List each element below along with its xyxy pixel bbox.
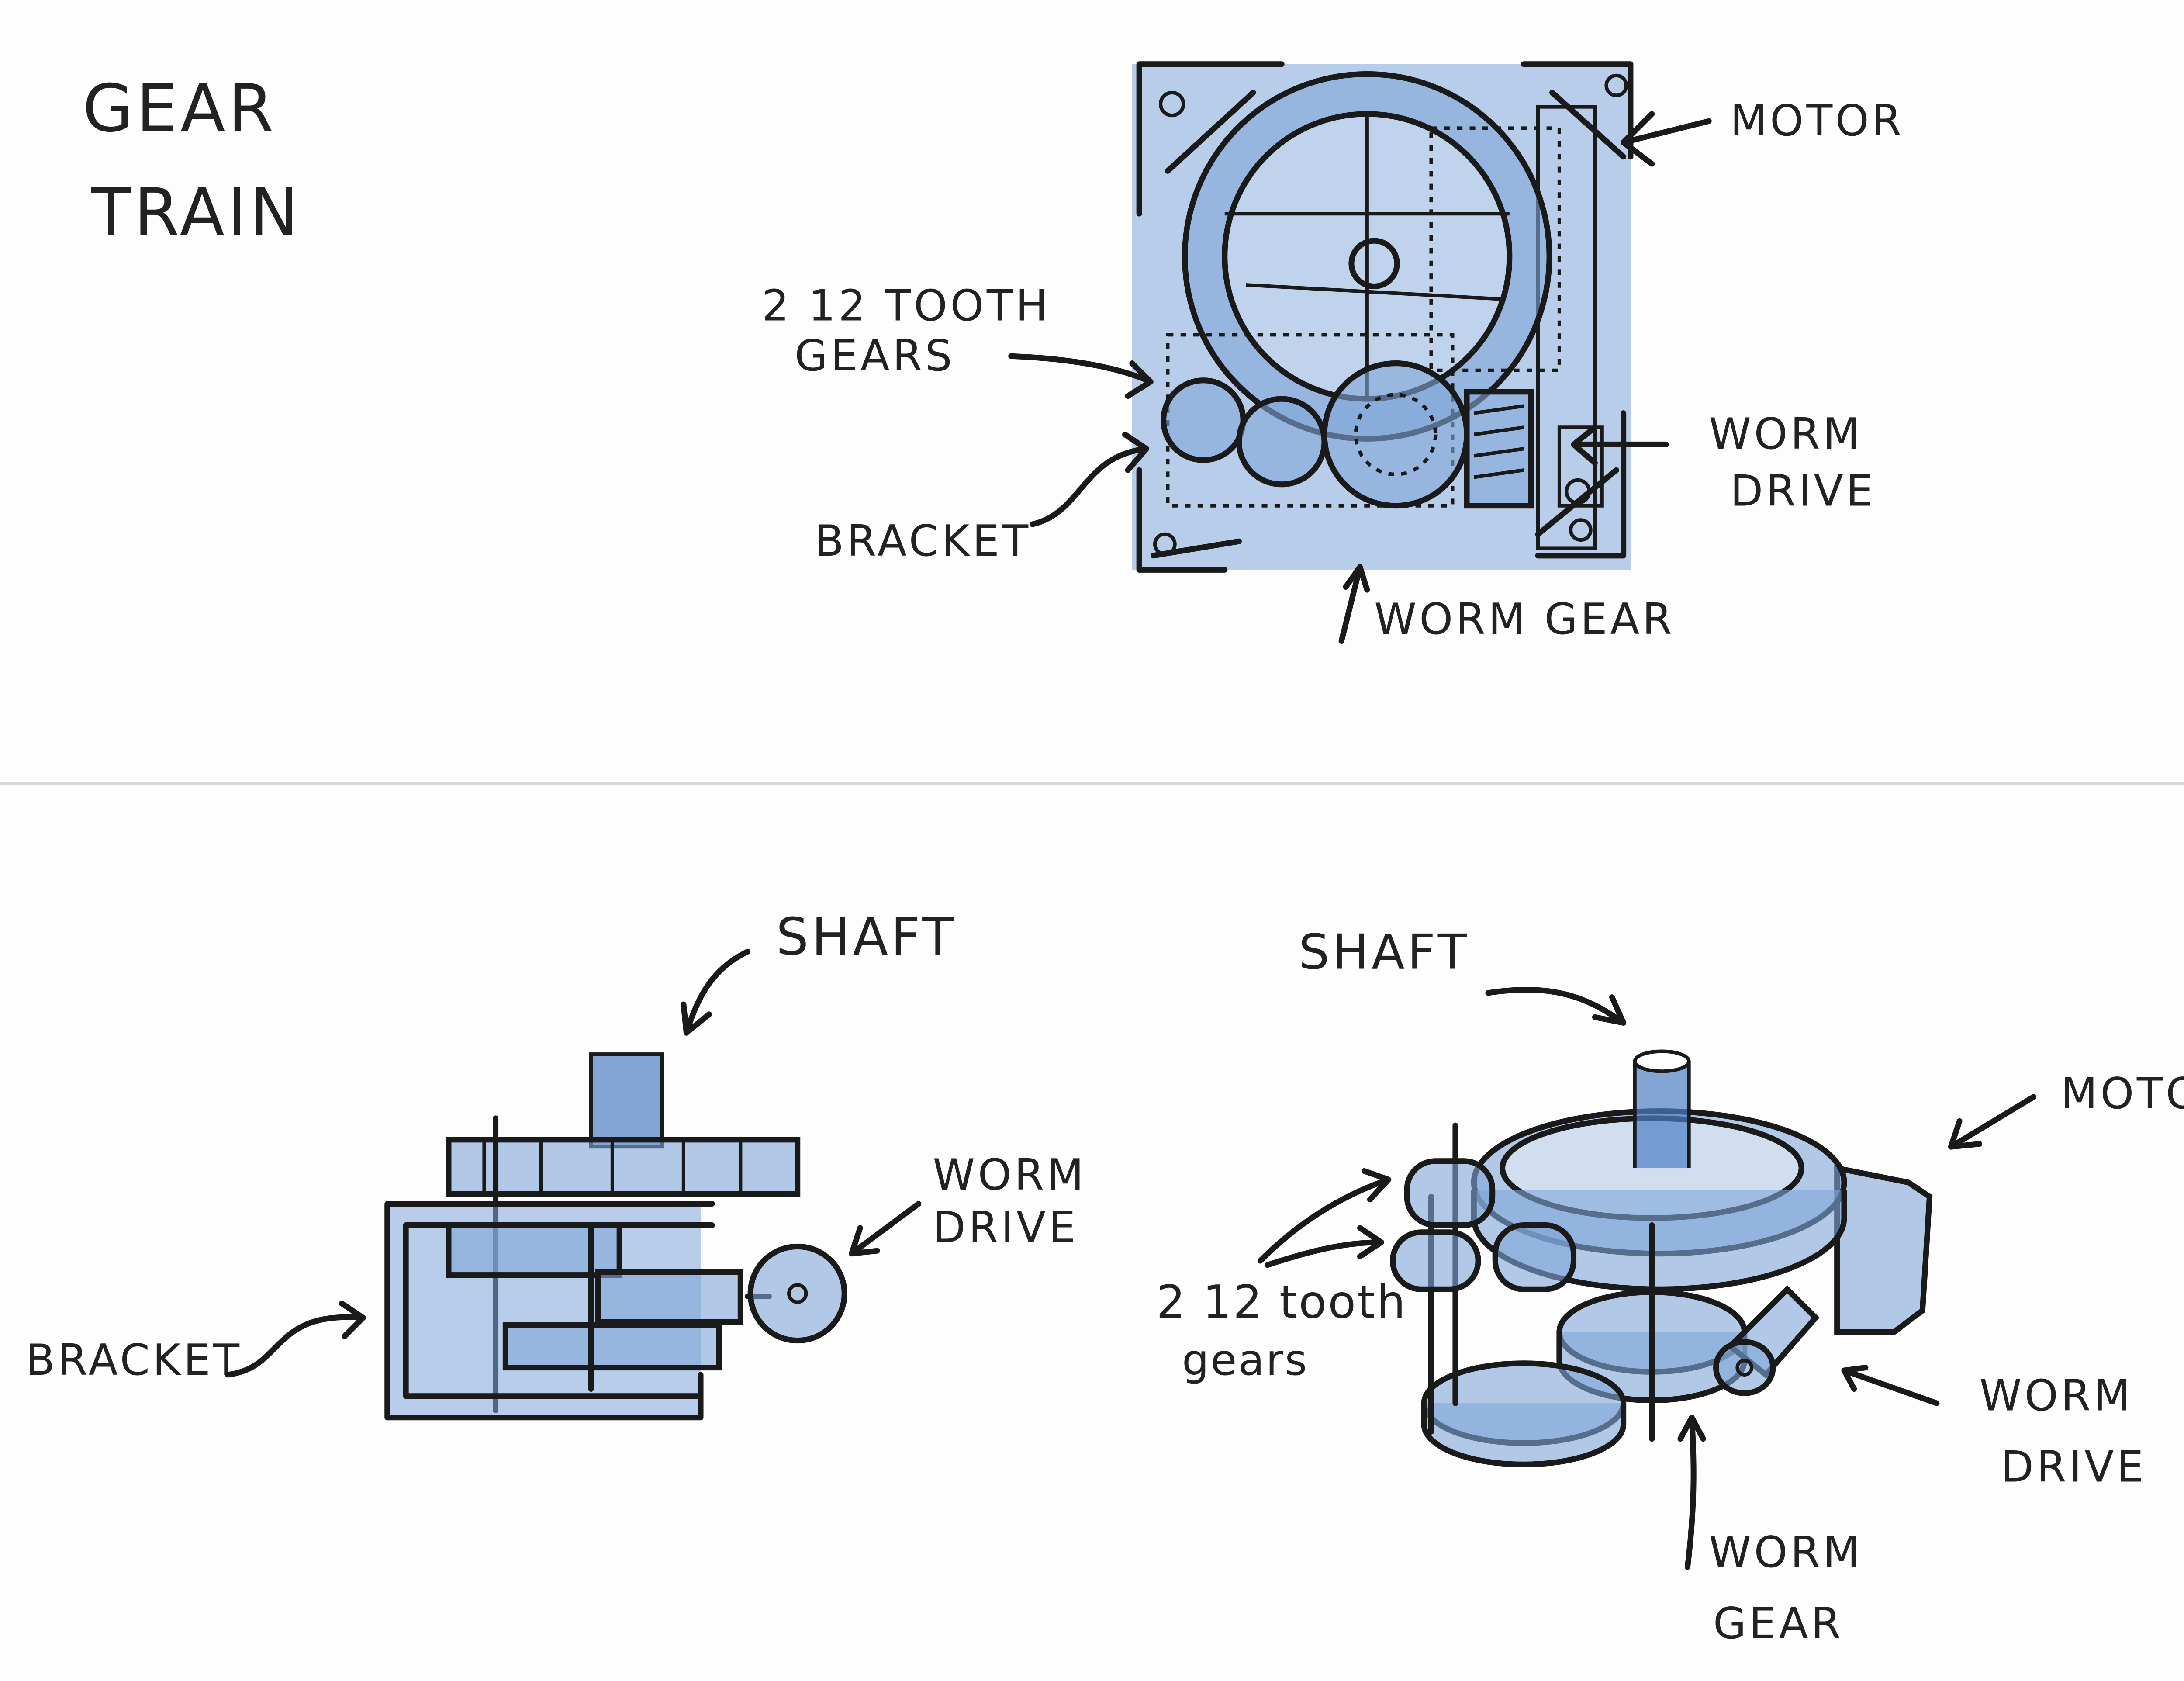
worm-drive-side bbox=[747, 1243, 847, 1344]
label-bracket-side: BRACKET bbox=[26, 1335, 242, 1385]
title-line1: GEAR bbox=[83, 71, 276, 147]
arrow-bracket-top bbox=[1030, 432, 1149, 527]
arrow-motor-iso bbox=[1948, 1094, 2037, 1150]
arrow-shaft-iso bbox=[1485, 987, 1627, 1026]
label-worm-drive-iso-1: WORM bbox=[1980, 1371, 2133, 1421]
label-worm-drive-side-1: WORM bbox=[933, 1150, 1086, 1200]
label-shaft-side: SHAFT bbox=[776, 907, 957, 967]
arrow-gears-top bbox=[1008, 353, 1154, 399]
label-gears-iso-1: 2 12 tooth bbox=[1156, 1275, 1407, 1328]
arrow-bracket-side bbox=[225, 1301, 366, 1378]
label-bracket-top: BRACKET bbox=[815, 516, 1031, 566]
label-motor-top: MOTOR bbox=[1730, 96, 1904, 146]
arrow-worm-gear-top bbox=[1338, 564, 1370, 644]
label-worm-gear-iso-2: GEAR bbox=[1713, 1599, 1843, 1649]
label-motor-iso: MOTOR bbox=[2061, 1069, 2184, 1119]
label-worm-gear-iso-1: WORM bbox=[1709, 1528, 1863, 1577]
arrow-worm-gear-iso bbox=[1677, 1415, 1706, 1570]
arrow-shaft-side bbox=[681, 948, 751, 1036]
title-line2: TRAIN bbox=[91, 175, 301, 251]
label-worm-drive-top-2: DRIVE bbox=[1730, 467, 1876, 516]
top-view-drawing bbox=[1132, 61, 1634, 573]
arrow-worm-drive-top bbox=[1571, 424, 1669, 466]
arrow-worm-drive-iso bbox=[1841, 1365, 1940, 1406]
label-worm-drive-side-2: DRIVE bbox=[933, 1203, 1078, 1253]
label-worm-drive-top-1: WORM bbox=[1709, 409, 1863, 459]
arrow-worm-drive-side bbox=[849, 1201, 922, 1257]
label-worm-gear-top: WORM GEAR bbox=[1374, 595, 1675, 644]
label-gears-top-1: 2 12 TOOTH bbox=[762, 281, 1051, 331]
arrow-gears-iso bbox=[1257, 1168, 1392, 1268]
label-gears-top-2: GEARS bbox=[795, 331, 955, 381]
label-gears-iso-2: gears bbox=[1182, 1335, 1309, 1385]
label-shaft-iso: SHAFT bbox=[1299, 924, 1470, 980]
iso-view-drawing bbox=[1389, 1049, 1933, 1467]
label-worm-drive-iso-2: DRIVE bbox=[2001, 1442, 2146, 1492]
side-view-drawing bbox=[384, 1052, 847, 1421]
arrow-motor bbox=[1621, 111, 1712, 167]
